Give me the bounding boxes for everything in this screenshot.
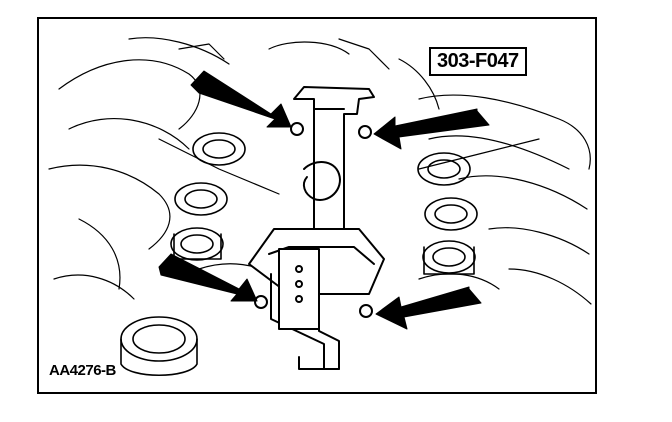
arrow-lower-left xyxy=(158,253,258,302)
arrow-lower-right xyxy=(375,286,482,330)
illustration-frame: 303-F047 AA4276-B xyxy=(37,17,597,394)
figure-id-label: AA4276-B xyxy=(49,362,116,379)
tool-number-label: 303-F047 xyxy=(429,47,527,76)
bolt-upper-left xyxy=(290,122,304,136)
bolt-lower-right xyxy=(359,304,373,318)
engine-illustration xyxy=(48,37,592,377)
callout-arrows xyxy=(158,70,490,330)
mounting-bolts xyxy=(254,122,373,318)
engine-background-lines xyxy=(48,37,592,305)
bolt-lower-left xyxy=(254,295,268,309)
arrow-upper-left xyxy=(190,70,292,128)
lower-pulley xyxy=(120,316,198,377)
arrow-upper-right xyxy=(373,108,490,150)
right-intake-ports xyxy=(417,152,478,275)
bolt-upper-right xyxy=(358,125,372,139)
lifting-bracket-tool xyxy=(248,86,385,370)
left-intake-ports xyxy=(170,132,246,261)
